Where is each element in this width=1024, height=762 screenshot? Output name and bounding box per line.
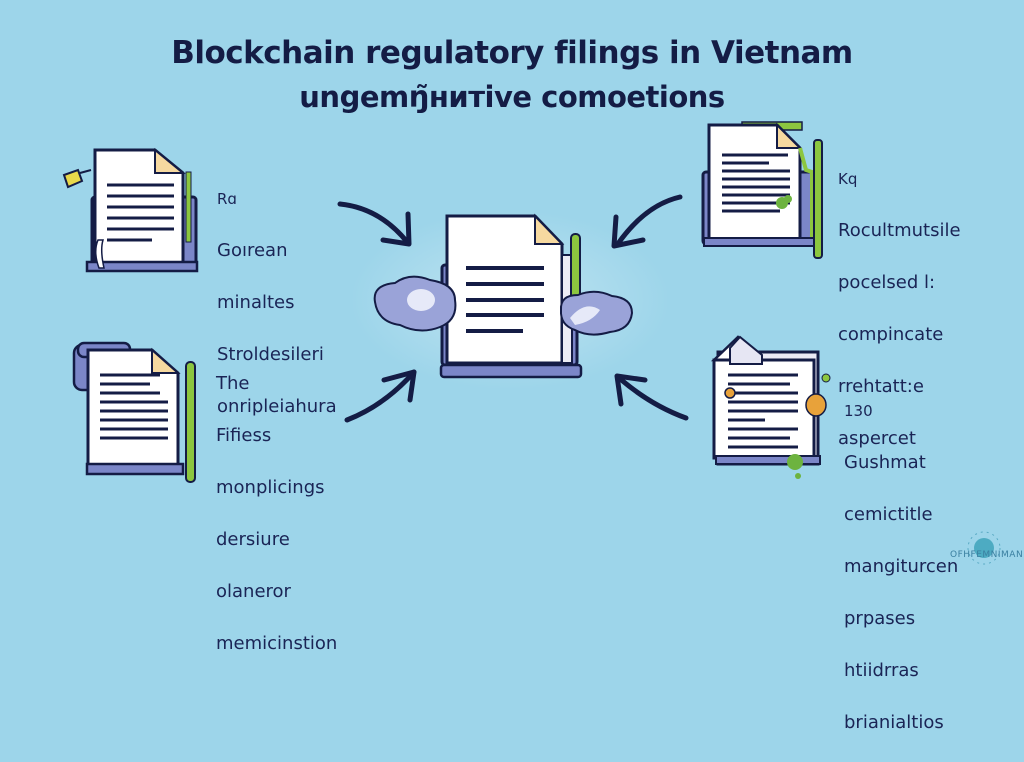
panel-line: rrehtatt:e <box>838 376 924 397</box>
document-icon-top-left <box>85 147 199 273</box>
document-icon-bottom-left <box>72 341 196 483</box>
arrow-top-right <box>611 194 683 249</box>
arrow-top-left <box>337 201 412 247</box>
panel-line: compincate <box>838 324 944 345</box>
panel-line: Goırean <box>217 240 288 261</box>
panel-line: minaltes <box>217 292 295 313</box>
central-document-icon <box>439 213 583 379</box>
arrow-bottom-left <box>344 369 417 423</box>
text-panel-bottom-left: The Fifiess monplicings dersiure olanero… <box>216 345 337 683</box>
panel-line: brianialtios <box>844 712 944 733</box>
panel-line: prpases <box>844 608 916 629</box>
document-icon-bottom-right <box>710 335 831 479</box>
watermark-text: OFHFEMNIMAN <box>950 550 1024 560</box>
panel-line: olaneror <box>216 581 291 602</box>
cloud-icon-right <box>559 290 634 336</box>
panel-line: Stroldesileri <box>217 344 324 365</box>
panel-line: The <box>216 373 250 394</box>
panel-line: onripleiahura <box>217 396 337 417</box>
page-subtitle: ungemŋ̃нитive comoetions <box>299 80 725 114</box>
panel-line: Rocultmutsile <box>838 220 961 241</box>
infographic-art <box>62 121 1001 565</box>
text-panel-top-right: Kq Rocultmutsile pocelsed l: compincate … <box>838 140 961 478</box>
page-title: Blockchain regulatory filings in Vietnam <box>171 35 853 71</box>
cloud-icon-left <box>373 275 457 332</box>
panel-line: dersiure <box>216 529 290 550</box>
panel-line: memicinstion <box>216 633 338 654</box>
panel-line: htiidrras <box>844 660 919 681</box>
panel-line: Fifiess <box>216 425 272 446</box>
panel-line: Kq <box>838 170 858 188</box>
panel-line: mangiturcen <box>844 556 959 577</box>
panel-line: monplicings <box>216 477 325 498</box>
panel-line: Rɑ <box>217 190 237 208</box>
arrow-bottom-right <box>614 373 689 421</box>
text-panel-bottom-right: 130 Gushmat cemictitle mangiturcen prpas… <box>844 372 958 762</box>
panel-line: pocelsed l: <box>838 272 936 293</box>
panel-line: 130 <box>844 402 873 420</box>
tag-icon-top-left <box>62 168 92 189</box>
panel-line: Gushmat <box>844 452 926 473</box>
watermark-logo-icon <box>967 531 1001 565</box>
text-panel-top-left: Rɑ Goırean minaltes Stroldesileri onripl… <box>217 160 337 446</box>
document-icon-top-right <box>701 121 823 259</box>
panel-line: aspercet <box>838 428 916 449</box>
panel-line: cemictitle <box>844 504 933 525</box>
